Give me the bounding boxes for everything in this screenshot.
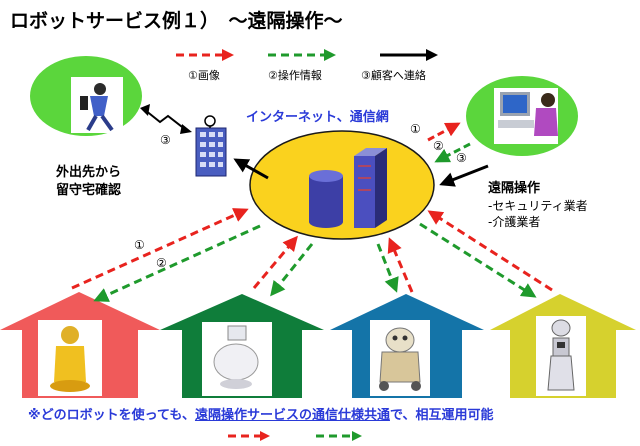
arrow-operation-house4 [419,222,537,298]
arrow-operation-house1 [93,224,261,302]
network-label: インターネット、通信網 [246,110,389,125]
robot-round [379,327,421,391]
database-icon [309,170,343,228]
page-title: ロボットサービス例１） ～遠隔操作～ [10,10,343,32]
number-3-outside: ③ [160,133,171,147]
arrow-image-to-operator [427,122,461,142]
number-2-operator: ② [433,139,444,153]
arrow-image-house1 [71,208,249,290]
server-icon [354,148,387,228]
number-2-house: ② [156,256,167,270]
arrow-internet-to-building [233,158,269,180]
robot-humanoid [547,319,575,391]
robot-yellow [50,326,90,392]
number-3-operator: ③ [456,151,467,165]
arrow-image-house3 [387,237,414,293]
bottom-green-arrow [316,431,362,441]
note-suffix: で、相互運用可能 [389,408,494,423]
outside-label-line1: 外出先から [56,165,122,180]
arrow-operation-house2 [270,243,314,297]
operator-at-computer-icon [494,88,558,144]
remote-item-care: -介護業者 [488,215,541,229]
remote-item-security: -セキュリティ業者 [488,199,588,213]
robot-white-pet [213,325,259,389]
bottom-red-arrow [228,431,270,441]
outside-label-line2: 留守宅確認 [56,183,122,198]
arrow-operation-house3 [376,243,399,293]
lightning-link [140,104,192,134]
legend-operation-label: ②操作情報 [268,69,322,82]
legend-contact-label: ③顧客へ連絡 [361,69,426,82]
interoperability-note: ※どのロボットを使っても、遠隔操作サービスの通信仕様共通で、相互運用可能 [28,404,493,423]
legend-black-arrow [380,49,438,61]
number-1-operator: ① [410,122,421,136]
walking-person-icon [71,77,123,133]
legend-red-arrow [176,49,234,61]
building-icon [195,115,227,177]
arrow-image-house4 [427,210,553,292]
legend-green-arrow [268,49,336,61]
remote-title: 遠隔操作 [488,181,541,196]
number-1-house: ① [134,238,145,252]
arrow-image-house2 [252,235,298,289]
arrow-remote-to-internet [439,164,489,187]
note-prefix: ※どのロボットを使っても、 [28,408,195,423]
note-underlined: 遠隔操作サービスの通信仕様共通 [194,408,390,423]
legend-image-label: ①画像 [188,69,220,82]
arrow-operation-from-operator [434,142,471,163]
